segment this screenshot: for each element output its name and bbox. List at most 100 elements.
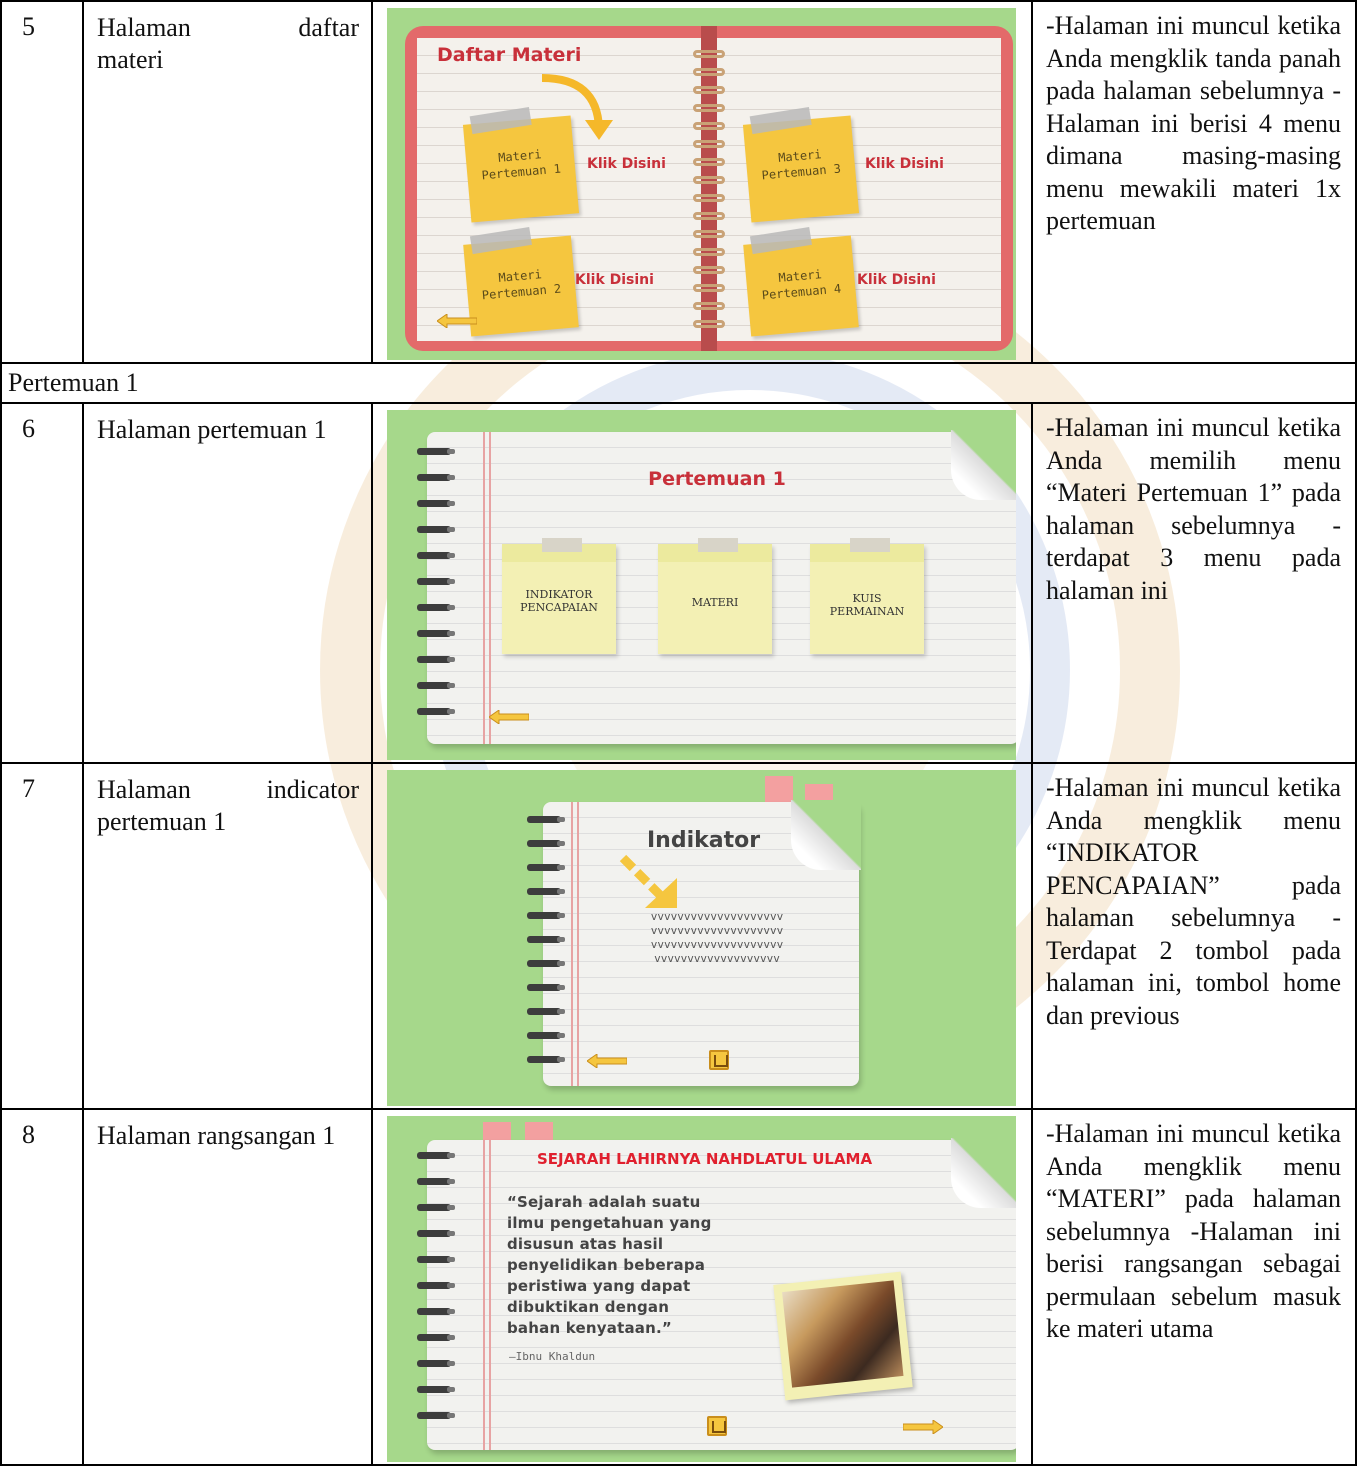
row-number: 7	[0, 762, 84, 1110]
click-here-link[interactable]: Klik Disini	[587, 156, 666, 172]
coil-icon	[527, 840, 565, 847]
quote-text: “Sejarah adalah suatu ilmu pengetahuan y…	[507, 1192, 807, 1339]
coil-icon	[417, 630, 455, 637]
ring-icon	[693, 122, 725, 130]
note-top	[502, 544, 616, 562]
ring-icon	[693, 230, 725, 238]
note-label-line: PENCAPAIAN	[520, 601, 598, 614]
coil-icon	[417, 604, 455, 611]
screen-heading: Daftar Materi	[437, 44, 582, 66]
screenshot-cell: SEJARAH LAHIRNYA NAHDLATUL ULAMA “Sejara…	[371, 1108, 1033, 1466]
margin-line	[577, 802, 579, 1086]
home-icon[interactable]	[707, 1416, 727, 1436]
coil-icon	[417, 1282, 455, 1289]
row-description: -Halaman ini muncul ketika Anda memilih …	[1031, 402, 1357, 764]
row-title: Halaman daftar materi	[82, 0, 373, 364]
ring-icon	[693, 140, 725, 148]
coil-icon	[527, 984, 565, 991]
menu-materi[interactable]: MATERI	[658, 538, 772, 654]
table-row: 8 Halaman rangsangan 1	[0, 1108, 1357, 1466]
coil-icon	[417, 552, 455, 559]
indicator-line: vvvvvvvvvvvvvvvvvvv	[654, 952, 780, 965]
page-curl	[951, 1138, 1016, 1208]
note-top	[658, 544, 772, 562]
row-number: 5	[0, 0, 84, 364]
coil-icon	[417, 1152, 455, 1159]
coil-icon	[417, 1334, 455, 1341]
click-here-link[interactable]: Klik Disini	[865, 156, 944, 172]
ring-icon	[693, 176, 725, 184]
table-row: 7 Halaman indicator pertemuan 1	[0, 762, 1357, 1110]
screenshot-indikator: Indikator vvvvvvvvvvvvvvvvvvvv vvvvvvvvv…	[387, 770, 1016, 1106]
back-arrow-icon[interactable]	[489, 710, 529, 724]
ring-icon	[693, 302, 725, 310]
ring-icon	[693, 248, 725, 256]
quote-author: —Ibnu Khaldun	[509, 1350, 596, 1363]
note-label-line: PERMAINAN	[829, 605, 905, 618]
indicator-line: vvvvvvvvvvvvvvvvvvvv	[650, 938, 784, 951]
tab-marker	[525, 1122, 553, 1144]
coil-icon	[417, 1308, 455, 1315]
page-curl	[791, 800, 861, 870]
coil-icon	[527, 912, 565, 919]
coil-icon	[527, 816, 565, 823]
row-title-line: Halaman daftar	[97, 13, 359, 42]
note-label: MATERI	[658, 596, 772, 609]
indicator-line: vvvvvvvvvvvvvvvvvvvv	[650, 924, 784, 937]
coil-icon	[417, 1412, 455, 1419]
coil-icon	[417, 1204, 455, 1211]
row-title: Halaman rangsangan 1	[82, 1108, 373, 1466]
back-arrow-icon[interactable]	[437, 314, 477, 328]
coil-icon	[417, 708, 455, 715]
page-curl	[951, 430, 1016, 500]
coil-icon	[417, 1360, 455, 1367]
next-arrow-icon[interactable]	[903, 1420, 943, 1434]
ring-icon	[693, 50, 725, 58]
screenshot-cell: Indikator vvvvvvvvvvvvvvvvvvvv vvvvvvvvv…	[371, 762, 1033, 1110]
section-row: Pertemuan 1	[0, 362, 1357, 404]
binder-spine	[685, 26, 733, 351]
note-label-line: MATERI	[691, 596, 739, 609]
ring-icon	[693, 320, 725, 328]
click-here-link[interactable]: Klik Disini	[575, 272, 654, 288]
coil-icon	[527, 1056, 565, 1063]
note-label-line: INDIKATOR	[525, 588, 593, 601]
ring-icon	[693, 266, 725, 274]
row-number: 6	[0, 402, 84, 764]
table-row: 5 Halaman daftar materi	[0, 0, 1357, 364]
click-here-link[interactable]: Klik Disini	[857, 272, 936, 288]
tape	[698, 538, 738, 552]
coil-icon	[417, 682, 455, 689]
ring-icon	[693, 194, 725, 202]
notebook-page	[543, 800, 861, 1086]
row-title: Halaman indicator pertemuan 1	[82, 762, 373, 1110]
coil-icon	[527, 936, 565, 943]
tape	[542, 538, 582, 552]
screenshot-rangsangan: SEJARAH LAHIRNYA NAHDLATUL ULAMA “Sejara…	[387, 1116, 1016, 1462]
margin-line	[489, 1140, 491, 1450]
margin-line	[483, 432, 485, 744]
coil-icon	[417, 1256, 455, 1263]
home-icon[interactable]	[709, 1050, 729, 1070]
coil-icon	[417, 500, 455, 507]
quote-line: bahan kenyataan.”	[507, 1319, 672, 1337]
coil-icon	[527, 864, 565, 871]
coil-icon	[417, 526, 455, 533]
back-arrow-icon[interactable]	[587, 1054, 627, 1068]
coil-icon	[417, 1178, 455, 1185]
indicator-text: vvvvvvvvvvvvvvvvvvvv vvvvvvvvvvvvvvvvvvv…	[597, 910, 837, 966]
indicator-line: vvvvvvvvvvvvvvvvvvvv	[650, 910, 784, 923]
screen-heading: Pertemuan 1	[648, 468, 786, 490]
